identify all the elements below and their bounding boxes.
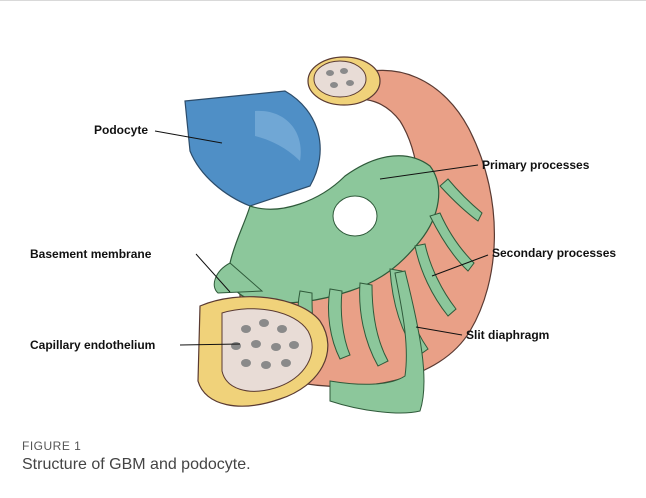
label-primary-processes: Primary processes	[482, 158, 589, 172]
figure-number: FIGURE 1	[22, 439, 81, 453]
capillary-top-lumen	[314, 61, 366, 97]
label-basement-membrane: Basement membrane	[30, 247, 151, 261]
figure-caption: Structure of GBM and podocyte.	[22, 456, 251, 474]
label-capillary-endothelium: Capillary endothelium	[30, 338, 155, 352]
label-secondary-processes: Secondary processes	[492, 246, 616, 260]
process-gap	[333, 196, 377, 236]
label-podocyte: Podocyte	[94, 123, 148, 137]
label-slit-diaphragm: Slit diaphragm	[466, 328, 549, 342]
